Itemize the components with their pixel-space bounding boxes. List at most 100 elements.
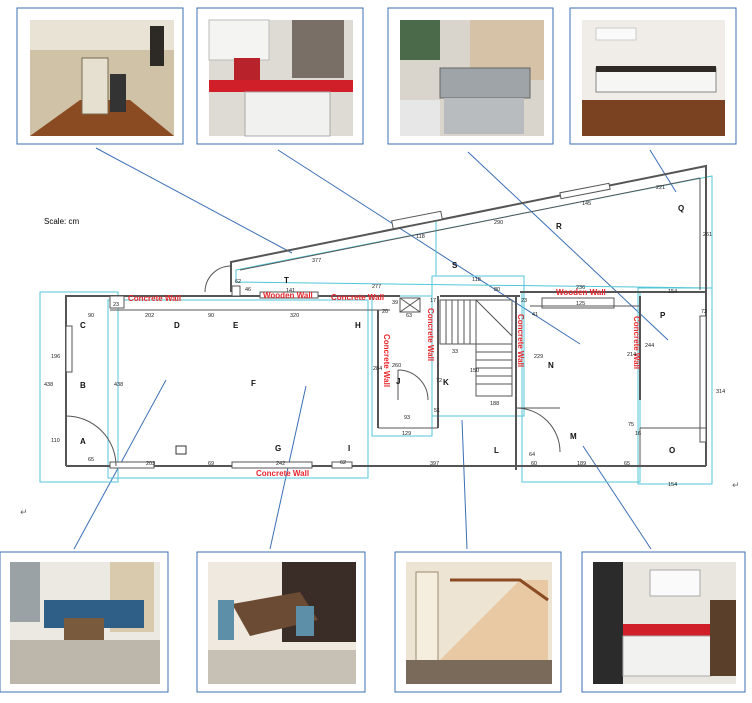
photo-hallway: [16, 7, 184, 145]
room-label-q: Q: [678, 204, 684, 213]
dimension-label: 39: [392, 300, 398, 306]
dimension-label: 20: [382, 309, 388, 315]
dimension-label: 69: [208, 461, 214, 467]
paragraph-mark-icon: ↵: [732, 481, 740, 491]
dimension-label: 90: [88, 313, 94, 319]
dimension-label: 203: [146, 461, 155, 467]
walls: [65, 164, 707, 470]
dimension-label: 229: [534, 354, 543, 360]
dimension-label: 244: [645, 343, 654, 349]
room-label-g: G: [275, 444, 281, 453]
leader-lines: [73, 147, 677, 550]
dimension-labels: 221 145 290 118 261 377 277 118 80 154 2…: [44, 185, 725, 488]
dimension-label: 62: [235, 279, 241, 285]
dimension-label: 277: [372, 284, 381, 290]
photo-kitchen-corner: [196, 7, 364, 145]
wall-label-concrete: Concrete Wall: [331, 293, 384, 302]
wall-labels: Concrete Wall Wooden Wall Concrete Wall …: [128, 288, 641, 478]
dimension-label: 125: [576, 301, 585, 307]
wall-label-wooden: Wooden Wall: [556, 288, 606, 297]
room-label-s: S: [452, 261, 458, 270]
dimension-label: 129: [402, 431, 411, 437]
room-label-k: K: [443, 378, 449, 387]
dimension-label: 314: [716, 389, 725, 395]
room-label-n: N: [548, 361, 554, 370]
wall-label-concrete: Concrete Wall: [256, 469, 309, 478]
dimension-label: 236: [576, 285, 585, 291]
photo-kitchen: [581, 551, 746, 693]
wall-label-wooden: Wooden Wall: [263, 291, 313, 300]
dimension-label: 261: [703, 232, 712, 238]
dimension-label: 145: [582, 201, 591, 207]
room-label-m: M: [570, 432, 577, 441]
dimension-label: 110: [51, 438, 60, 444]
dimension-label: 93: [404, 415, 410, 421]
dimension-label: 23: [113, 302, 119, 308]
dimension-label: 438: [44, 382, 53, 388]
dimension-label: 33: [452, 349, 458, 355]
dimension-label: 118: [416, 234, 425, 240]
room-label-d: D: [174, 321, 180, 330]
dimension-label: 46: [245, 287, 251, 293]
dimension-label: 90: [208, 313, 214, 319]
dimension-label: 196: [51, 354, 60, 360]
dimension-label: 290: [494, 220, 503, 226]
room-labels: A B C D E F G H I J K L M N O P Q R S T: [80, 204, 684, 455]
dimension-label: 438: [114, 382, 123, 388]
room-label-i: I: [348, 444, 350, 453]
room-label-p: P: [660, 311, 666, 320]
dimension-label: 189: [577, 461, 586, 467]
dimension-label: 221: [656, 185, 665, 191]
dimension-label: 51: [434, 408, 440, 414]
room-label-b: B: [80, 381, 86, 390]
room-label-f: F: [251, 379, 256, 388]
dimension-label: 65: [624, 461, 630, 467]
room-label-h: H: [355, 321, 361, 330]
dimension-label: 62: [340, 460, 346, 466]
room-label-o: O: [669, 446, 675, 455]
dimension-label: 63: [406, 313, 412, 319]
dimension-label: 377: [312, 258, 321, 264]
dimension-label: 214: [627, 352, 636, 358]
paragraph-mark-icon: ↵: [20, 508, 28, 518]
dimension-label: 65: [88, 457, 94, 463]
room-label-e: E: [233, 321, 239, 330]
room-label-l: L: [494, 446, 499, 455]
photo-dining-room: [196, 551, 366, 693]
dimension-label: 72: [436, 378, 442, 384]
dimension-label: 17: [430, 298, 436, 304]
wall-label-concrete: Concrete Wall: [516, 314, 525, 367]
dimension-label: 64: [529, 452, 535, 458]
dimension-label: 202: [145, 313, 154, 319]
dimension-label: 154: [668, 482, 677, 488]
dimension-label: 118: [472, 277, 481, 283]
dimension-label: 72: [701, 309, 707, 315]
dimension-label: 41: [532, 312, 538, 318]
dimension-label: 188: [490, 401, 499, 407]
staircase: [439, 299, 513, 397]
dimension-label: 16: [635, 431, 641, 437]
room-label-r: R: [556, 222, 562, 231]
dimension-label: 75: [628, 422, 634, 428]
dimension-label: 260: [392, 363, 401, 369]
photo-laundry-sink: [387, 7, 554, 145]
photo-staircase: [394, 551, 562, 693]
scale-note: Scale: cm: [44, 217, 80, 226]
wall-label-concrete: Concrete Wall: [426, 308, 435, 361]
dimension-label: 320: [290, 313, 299, 319]
dimension-label: 60: [531, 461, 537, 467]
dimension-label: 154: [668, 289, 677, 295]
room-label-a: A: [80, 437, 86, 446]
dimension-label: 150: [470, 368, 479, 374]
dimension-label: 80: [494, 287, 500, 293]
wall-label-concrete: Concrete Wall: [382, 334, 391, 387]
wall-label-concrete: Concrete Wall: [128, 294, 181, 303]
doors: [65, 265, 561, 467]
room-label-c: C: [80, 321, 86, 330]
room-outlines: [39, 175, 713, 485]
dimension-label: 242: [276, 461, 285, 467]
dimension-label: 397: [430, 461, 439, 467]
dimension-label: 141: [286, 288, 295, 294]
room-label-j: J: [396, 377, 400, 386]
